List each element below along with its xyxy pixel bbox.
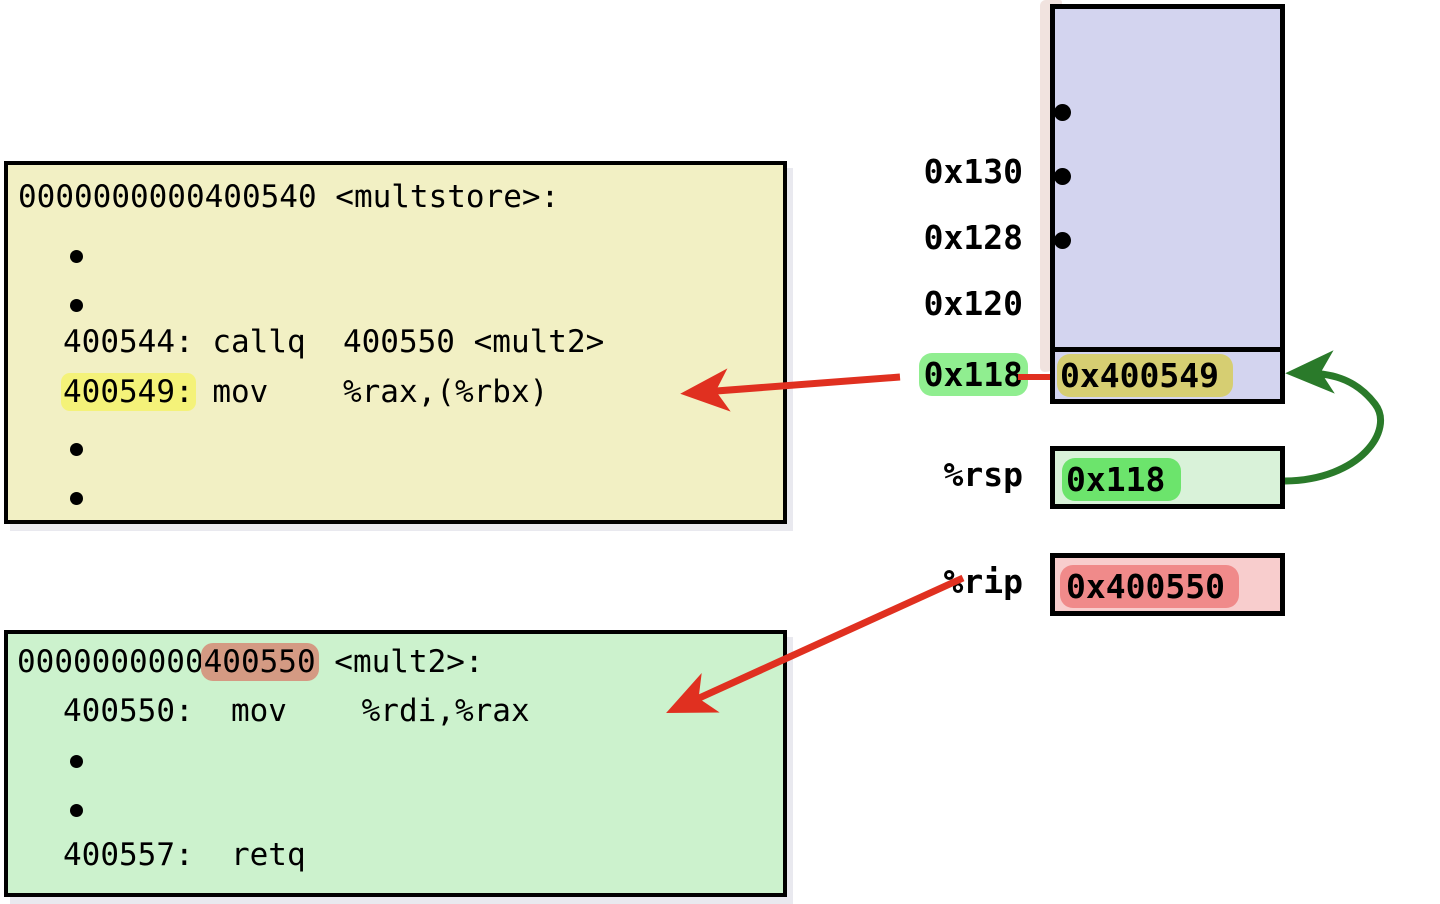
- register-value-rsp: 0x118: [1062, 458, 1182, 501]
- register-value-rip: 0x400550: [1060, 565, 1239, 608]
- multstore-line-callq: 400544: callq 400550 <mult2>: [63, 327, 604, 358]
- mult2-header-suffix: <mult2>:: [315, 644, 484, 680]
- ellipsis-dot: [70, 804, 83, 817]
- stack-address-label-0x128: 0x128: [923, 218, 1023, 257]
- mult2-retq-mnemonic: retq: [230, 837, 306, 873]
- register-label-rip: %rip: [943, 562, 1023, 601]
- mult2-line-retq: 400557: retq: [63, 840, 306, 871]
- mult2-mov-addr: 400550:: [63, 693, 194, 729]
- stack-frame-box: [1050, 4, 1285, 404]
- mult2-header-address: 400550: [200, 643, 319, 681]
- stack-address-0x118-value: 0x118: [918, 353, 1028, 396]
- ellipsis-dot: [70, 443, 83, 456]
- mult2-line-mov: 400550: mov %rdi,%rax: [63, 696, 530, 727]
- multstore-callq-operands: 400550 <mult2>: [342, 324, 605, 360]
- register-rip-value-text: 0x400550: [1060, 565, 1239, 608]
- stack-address-label-0x130: 0x130: [923, 152, 1023, 191]
- stack-ellipsis-dot: [1054, 104, 1071, 121]
- mult2-header: 0000000000400550 <mult2>:: [17, 643, 484, 681]
- ellipsis-dot: [70, 250, 83, 263]
- code-panel-multstore: 0000000000400540 <multstore>: 400544: ca…: [4, 161, 787, 524]
- multstore-line-mov: 400549: mov %rax,(%rbx): [61, 373, 549, 411]
- ellipsis-dot: [70, 492, 83, 505]
- register-rsp-value-text: 0x118: [1062, 458, 1182, 501]
- stack-return-address-value: 0x400549: [1057, 354, 1233, 397]
- stack-ellipsis-dot: [1054, 168, 1071, 185]
- mult2-mov-mnemonic: mov: [230, 693, 287, 729]
- multstore-callq-mnemonic: callq: [212, 324, 306, 360]
- stack-address-label-0x118: 0x118: [843, 353, 1028, 396]
- multstore-header: 0000000000400540 <multstore>:: [18, 179, 560, 215]
- register-box-rsp: 0x118: [1050, 446, 1285, 509]
- register-label-rsp: %rsp: [943, 455, 1023, 494]
- multstore-mov-mnemonic: mov: [212, 374, 269, 410]
- stack-address-label-0x120: 0x120: [923, 284, 1023, 323]
- multstore-mov-operands: %rax,(%rbx): [342, 374, 549, 410]
- code-panel-mult2: 0000000000400550 <mult2>: 400550: mov %r…: [4, 630, 787, 897]
- mult2-mov-operands: %rdi,%rax: [361, 693, 530, 729]
- multstore-mov-addr: 400549:: [61, 373, 196, 411]
- ellipsis-dot: [70, 755, 83, 768]
- stack-ellipsis-dot: [1054, 232, 1071, 249]
- mult2-header-prefix: 0000000000: [17, 644, 204, 680]
- green-arrow-rsp-to-stack-cell: [1284, 350, 1384, 485]
- stack-cell-divider: [1050, 347, 1285, 352]
- register-box-rip: 0x400550: [1050, 553, 1285, 616]
- ellipsis-dot: [70, 299, 83, 312]
- mult2-retq-addr: 400557:: [63, 837, 194, 873]
- stack-cell-return-address: 0x400549: [1057, 354, 1233, 397]
- multstore-callq-addr: 400544:: [63, 324, 194, 360]
